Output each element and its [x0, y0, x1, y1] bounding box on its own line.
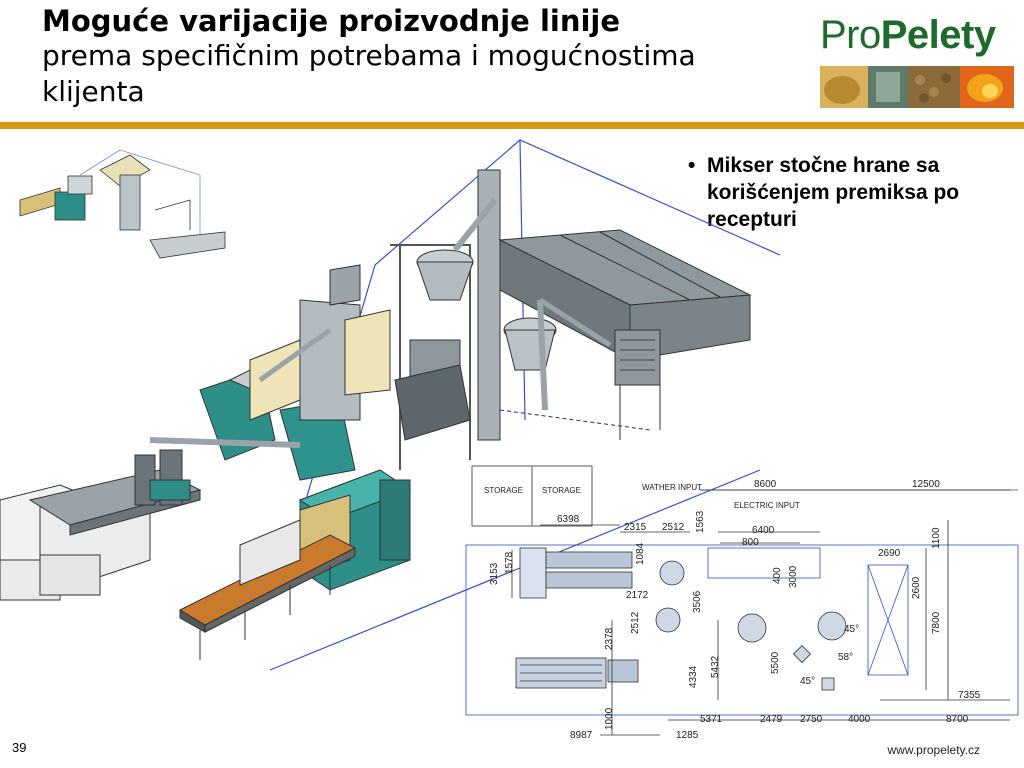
dim-label: 2512	[630, 611, 641, 634]
logo-part-pro: Pro	[820, 13, 881, 57]
dim-label: 1563	[695, 510, 706, 533]
dim-label: 4000	[848, 714, 871, 725]
dim-label: 4334	[688, 665, 699, 688]
bullet-list: • Mikser stočne hrane sa korišćenjem pre…	[688, 152, 1018, 233]
dim-label: 3506	[692, 590, 703, 613]
dim-label: 1084	[635, 542, 646, 565]
floor-plan-dimensions: 8600 12500 6398 2315 2512 1563 6400 800 …	[489, 479, 981, 741]
dim-label: 2378	[604, 627, 615, 650]
dim-label: 800	[742, 537, 759, 548]
water-input-label: WATHER INPUT	[642, 483, 702, 492]
dim-label: 1285	[676, 730, 699, 741]
page-number: 39	[12, 740, 27, 755]
isometric-production-line	[0, 139, 781, 671]
dim-label: 2172	[626, 590, 649, 601]
dim-label: 45°	[800, 676, 815, 687]
storage-label-2: STORAGE	[542, 486, 581, 495]
dim-label: 12500	[912, 479, 940, 490]
dim-label: 5500	[770, 651, 781, 674]
dim-label: 2600	[911, 576, 922, 599]
dim-label: 7355	[958, 690, 981, 701]
dim-label: 2690	[878, 548, 901, 559]
dim-label: 7800	[931, 611, 942, 634]
dim-label: 8700	[946, 714, 969, 725]
title-divider	[0, 122, 1024, 129]
logo-wordmark: ProPelety	[820, 12, 1014, 58]
thumbnail-layout	[18, 140, 228, 270]
dim-label: 1100	[931, 527, 942, 549]
dim-label: 5432	[710, 655, 721, 678]
dim-label: 3153	[489, 562, 500, 585]
logo-part-pelety: Pelety	[880, 13, 996, 57]
title-subtitle: prema specifičnim potrebama i mogućnosti…	[42, 39, 696, 108]
bullet-dot: •	[688, 154, 696, 177]
dim-label: 2315	[624, 522, 647, 533]
electric-input-label: ELECTRIC INPUT	[734, 501, 800, 510]
propelety-logo: ProPelety	[820, 12, 1014, 112]
dim-label: 8987	[570, 730, 593, 741]
website-url: www.propelety.cz	[887, 743, 980, 757]
title-bold-line: Moguće varijacije proizvodnje linije	[42, 4, 621, 38]
dim-label: 1578	[504, 551, 515, 574]
dim-label: 2512	[662, 522, 685, 533]
dim-label: 3000	[788, 565, 799, 588]
floor-plan-labels: STORAGE STORAGE WATHER INPUT ELECTRIC IN…	[484, 483, 800, 510]
dim-label: 5371	[700, 714, 723, 725]
dim-label: 6400	[752, 525, 775, 536]
logo-photo-strip	[820, 66, 1014, 108]
dim-label: 58°	[838, 652, 853, 663]
dim-label: 6398	[557, 514, 580, 525]
dim-label: 8600	[754, 479, 777, 490]
floor-plan	[465, 465, 1019, 736]
dim-label: 400	[772, 567, 783, 584]
slide-title: Moguće varijacije proizvodnje linije pre…	[42, 4, 782, 110]
dim-label: 2479	[760, 714, 783, 725]
bullet-item: Mikser stočne hrane sa korišćenjem premi…	[707, 154, 960, 231]
dim-label: 2750	[800, 714, 823, 725]
dim-label: 45°	[844, 624, 859, 635]
dim-label: 1000	[604, 707, 615, 730]
storage-label-1: STORAGE	[484, 486, 523, 495]
